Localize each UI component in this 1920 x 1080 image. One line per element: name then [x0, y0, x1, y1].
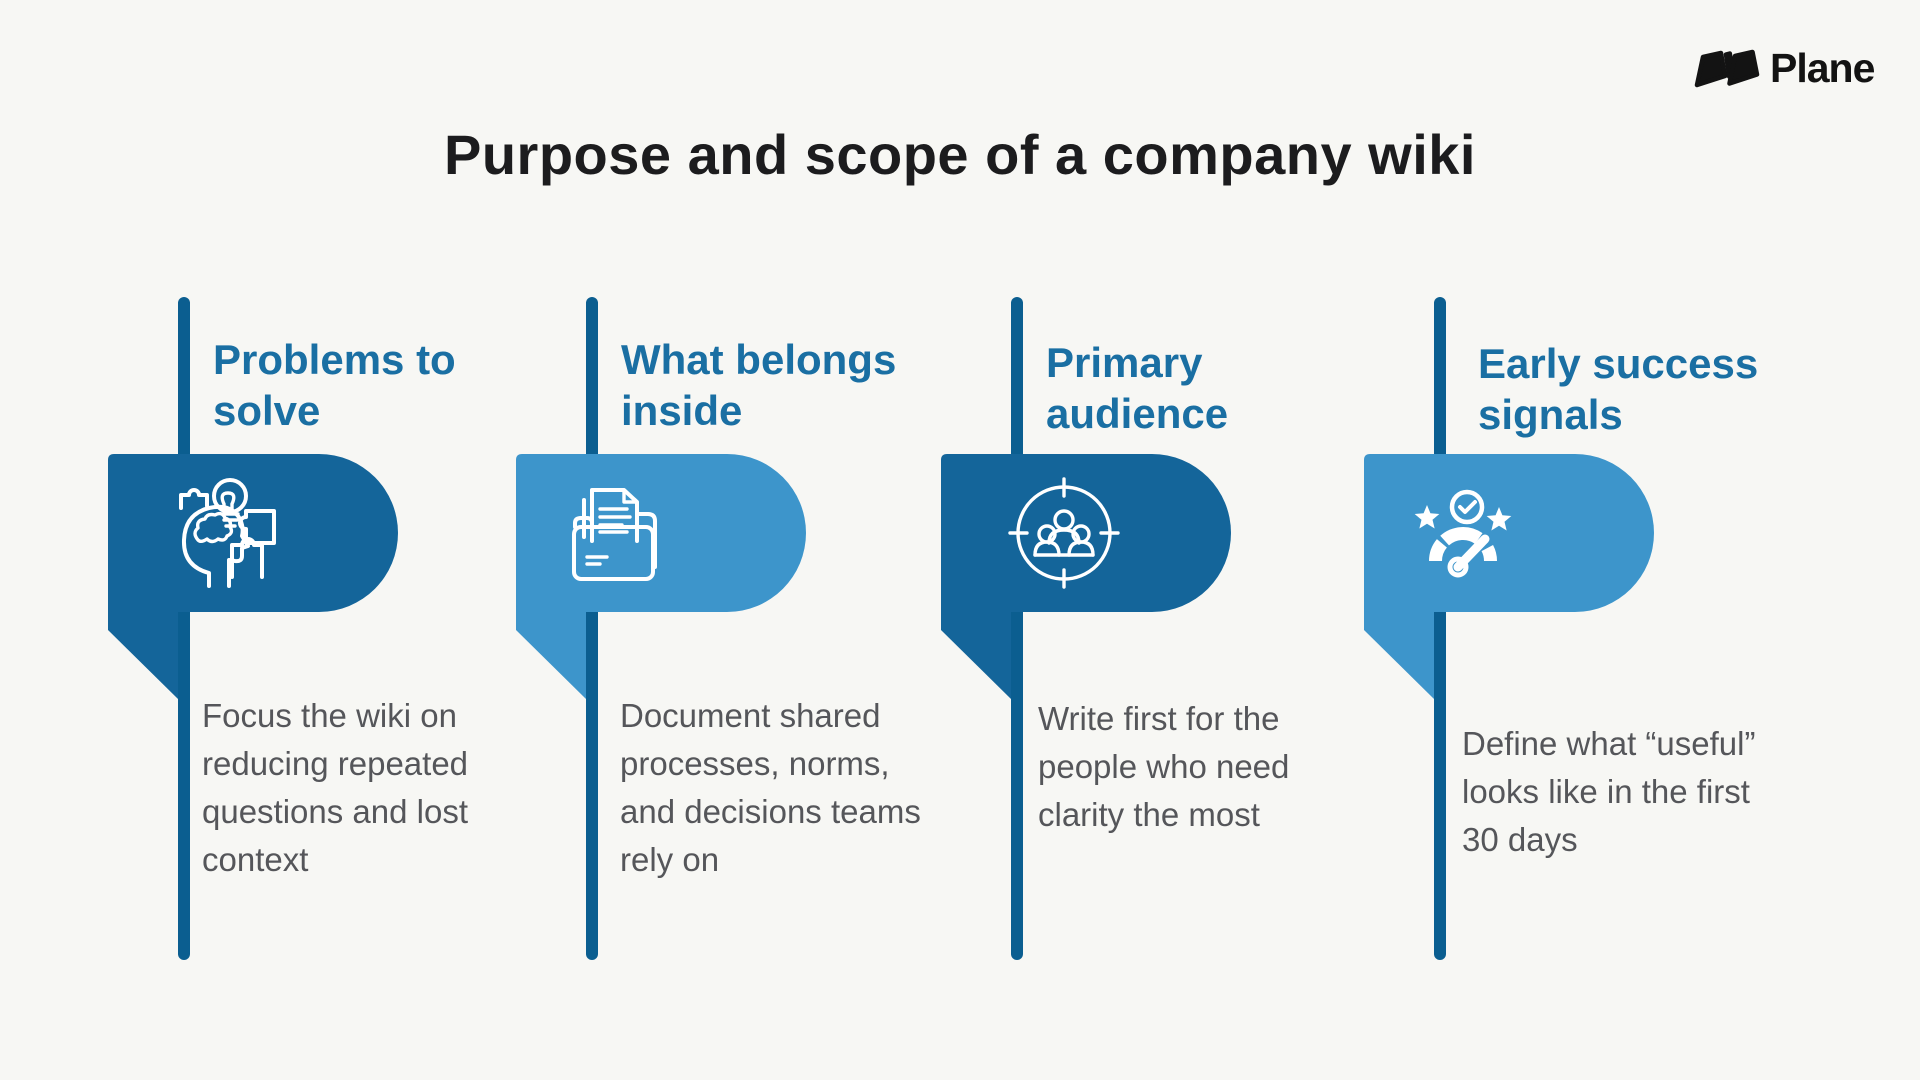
column-early-success-signals: Early success signals Define what “usefu… — [1364, 0, 1824, 1080]
timeline-line — [178, 297, 190, 960]
column-heading: What belongs inside — [621, 336, 897, 434]
column-primary-audience: Primary audience Write first for the peo… — [941, 0, 1401, 1080]
timeline-line — [1011, 297, 1023, 960]
column-heading: Primary audience — [1046, 339, 1229, 437]
plane-logomark-icon — [1694, 49, 1760, 88]
column-heading: Problems to solve — [213, 336, 456, 434]
documents-folder-icon — [572, 488, 657, 581]
timeline-line — [1434, 297, 1446, 960]
column-description: Write first for the people who need clar… — [1038, 700, 1290, 833]
bubble-tail — [108, 606, 189, 699]
column-description: Document shared processes, norms, and de… — [620, 697, 921, 878]
timeline-line — [586, 297, 598, 960]
bubble-shape — [108, 454, 398, 612]
page-title: Purpose and scope of a company wiki — [444, 123, 1476, 186]
bubble-tail — [941, 606, 1022, 699]
plane-wordmark: Plane — [1770, 45, 1875, 91]
column-description: Define what “useful” looks like in the f… — [1462, 725, 1756, 858]
bubble-tail — [1364, 606, 1445, 699]
bubble-shape — [941, 454, 1231, 612]
bubble-shape — [1364, 454, 1654, 612]
plane-logo: Plane — [1688, 40, 1908, 100]
column-heading: Early success signals — [1478, 340, 1759, 438]
brain-puzzle-icon — [179, 478, 276, 588]
bubble-shape — [516, 454, 806, 612]
column-what-belongs-inside: What belongs inside Document shared proc… — [516, 0, 976, 1080]
target-audience-icon — [1008, 477, 1120, 589]
column-description: Focus the wiki on reducing repeated ques… — [202, 697, 469, 878]
column-problems-to-solve: Problems to solve Focus the wiki on redu… — [108, 0, 568, 1080]
success-gauge-icon — [1414, 489, 1512, 578]
bubble-tail — [516, 606, 597, 699]
